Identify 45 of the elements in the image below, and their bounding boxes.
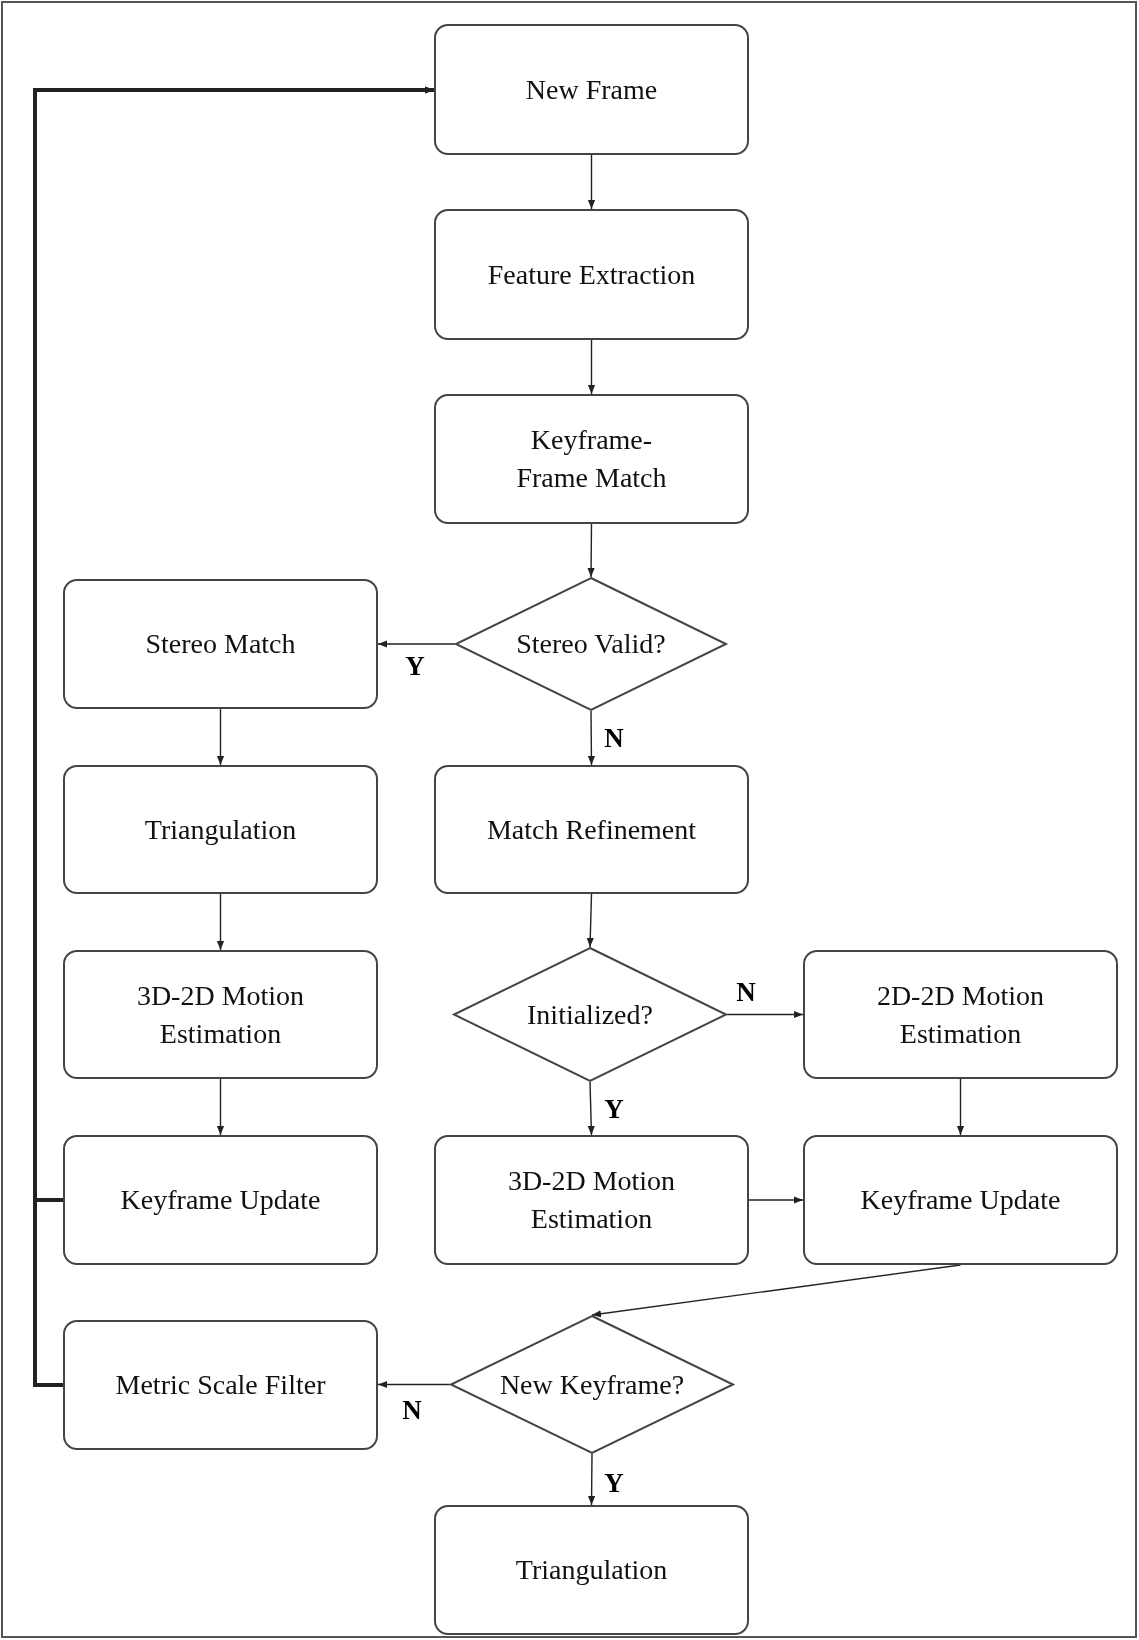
process-box <box>434 1505 749 1635</box>
arrow <box>587 1081 595 1136</box>
arrow <box>216 893 225 951</box>
process-box <box>434 765 749 894</box>
arrow <box>726 1010 804 1019</box>
process-box <box>434 1135 749 1265</box>
process-box <box>63 1320 378 1450</box>
node-label: 3D-2D Motion Estimation <box>506 1164 677 1236</box>
node-label: Stereo Valid? <box>516 627 666 662</box>
node-label: Keyframe Update <box>860 1183 1061 1218</box>
process-box <box>803 1135 1118 1265</box>
arrow <box>587 710 595 766</box>
arrow <box>377 1380 451 1389</box>
arrow <box>377 640 456 648</box>
arrow <box>216 708 225 766</box>
arrow <box>748 1196 804 1204</box>
node-label: Keyframe Update <box>120 1183 321 1218</box>
process-box <box>434 24 749 155</box>
node-label: Stereo Match <box>145 627 296 662</box>
process-box <box>434 394 749 524</box>
process-box <box>63 1135 378 1265</box>
process-box <box>803 950 1118 1079</box>
node-label: Triangulation <box>515 1553 668 1588</box>
arrow <box>587 154 596 210</box>
arrow <box>587 523 595 578</box>
node-label: 2D-2D Motion Estimation <box>875 978 1046 1051</box>
arrow <box>588 1453 596 1506</box>
node-label: Initialized? <box>527 997 653 1032</box>
process-box <box>434 209 749 340</box>
arrow <box>587 339 596 395</box>
process-box <box>63 765 378 894</box>
arrow <box>586 893 594 948</box>
node-label: New Frame <box>525 72 658 107</box>
node-label: Match Refinement <box>486 812 697 847</box>
process-box <box>63 579 378 709</box>
node-label: New Keyframe? <box>499 1367 685 1402</box>
node-label: Metric Scale Filter <box>115 1368 326 1403</box>
arrow <box>591 1264 962 1318</box>
process-box <box>63 950 378 1079</box>
node-label: Triangulation <box>144 812 297 847</box>
arrow <box>216 1078 225 1136</box>
arrow <box>956 1078 965 1136</box>
node-label: 3D-2D Motion Estimation <box>135 978 306 1051</box>
node-label: Feature Extraction <box>487 257 696 292</box>
node-label: Keyframe- Frame Match <box>515 423 668 495</box>
